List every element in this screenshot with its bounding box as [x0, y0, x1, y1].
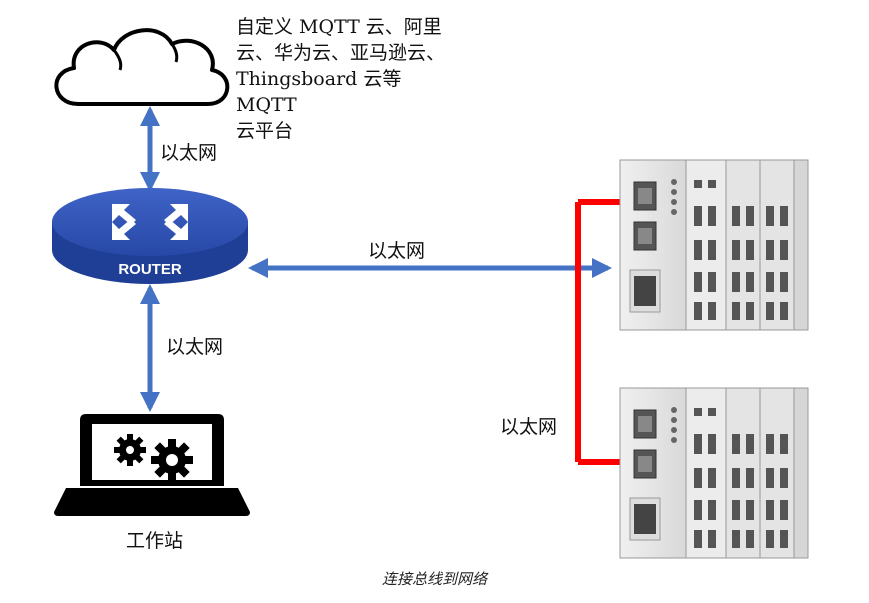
- cloud-description: 自定义 MQTT 云、阿里 云、华为云、亚马逊云、 Thingsboard 云等…: [236, 14, 468, 144]
- label-router-workstation: 以太网: [166, 336, 224, 358]
- router-label: ROUTER: [118, 261, 182, 278]
- cloud-description-line: Thingsboard 云等 MQTT: [236, 68, 402, 116]
- cloud-description-line: 云平台: [236, 120, 294, 142]
- cloud-description-line: 云、华为云、亚马逊云、: [236, 42, 446, 64]
- label-plc-bus: 以太网: [500, 416, 558, 438]
- figure-caption: 连接总线到网络: [381, 570, 487, 588]
- label-cloud-router: 以太网: [160, 142, 218, 164]
- plc-module-bottom: [619, 387, 809, 559]
- cloud-icon: [54, 28, 230, 106]
- cloud-description-line: 自定义 MQTT 云、阿里: [236, 16, 442, 38]
- workstation-icon: [54, 414, 250, 516]
- label-router-plc: 以太网: [368, 240, 426, 262]
- router-icon: [52, 188, 248, 284]
- plc-module-top: [619, 159, 809, 331]
- workstation-label: 工作站: [126, 530, 184, 552]
